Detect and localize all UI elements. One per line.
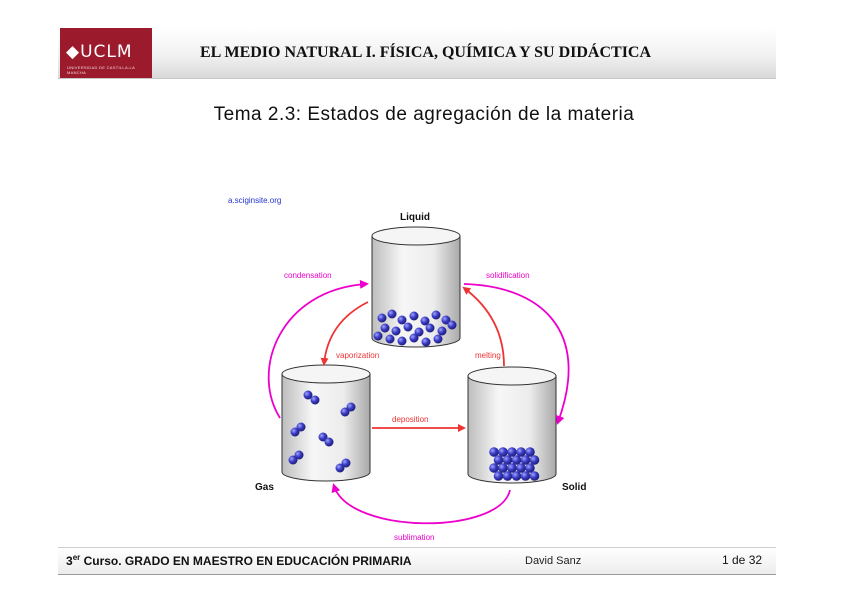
particle: [434, 335, 443, 344]
particle: [438, 327, 447, 336]
footer-course: 3er Curso. GRADO EN MAESTRO EN EDUCACIÓN…: [66, 553, 412, 568]
solid-particles: [489, 447, 539, 481]
particle: [381, 324, 390, 333]
source-label: a.sciginsite.org: [228, 196, 281, 205]
particle: [386, 335, 395, 344]
particle: [398, 337, 407, 346]
particle: [410, 312, 419, 321]
logo-subtext: UNIVERSIDAD DE CASTILLA-LA MANCHA: [67, 65, 152, 75]
particle: [404, 323, 413, 332]
particle: [378, 314, 387, 323]
particle: [388, 310, 397, 319]
particle: [297, 423, 306, 432]
particle: [295, 451, 304, 460]
particle: [521, 471, 531, 481]
deposition-label: deposition: [392, 415, 428, 424]
particle: [410, 334, 419, 343]
vaporization-label: vaporization: [336, 351, 379, 360]
particle: [374, 332, 383, 341]
particle: [494, 471, 504, 481]
liquid-label: Liquid: [400, 212, 430, 223]
solidification-label: solidification: [486, 271, 530, 280]
particle: [342, 459, 351, 468]
uclm-logo: ◆UCLM UNIVERSIDAD DE CASTILLA-LA MANCHA: [60, 28, 152, 78]
particle: [347, 403, 356, 412]
particle: [512, 471, 522, 481]
header-title: EL MEDIO NATURAL I. FÍSICA, QUÍMICA Y SU…: [200, 44, 651, 62]
particle: [325, 438, 334, 447]
sublimation-label: sublimation: [394, 533, 434, 542]
diamond-icon: ◆: [66, 42, 80, 62]
course-text: Curso. GRADO EN MAESTRO EN EDUCACIÓN PRI…: [80, 554, 411, 568]
course-ordinal: 3: [66, 554, 73, 568]
states-of-matter-diagram: a.sciginsite.org Liquid Gas Solid conden…: [220, 190, 630, 545]
particle: [311, 396, 320, 405]
particle: [503, 471, 513, 481]
melting-label: melting: [475, 351, 501, 360]
particle: [422, 338, 431, 347]
page-number: 1 de 32: [722, 553, 762, 567]
particle: [426, 324, 435, 333]
sublimation-arrow: [334, 486, 510, 523]
slide-title: Tema 2.3: Estados de agregación de la ma…: [0, 104, 848, 126]
footer-author: David Sanz: [525, 555, 581, 567]
logo-text: UCLM: [80, 42, 132, 62]
particle: [392, 327, 401, 336]
particle: [432, 311, 441, 320]
particle: [448, 321, 457, 330]
particle: [398, 316, 407, 325]
gas-label: Gas: [255, 482, 274, 493]
solid-label: Solid: [562, 482, 586, 493]
particle: [530, 471, 540, 481]
condensation-label: condensation: [284, 271, 332, 280]
